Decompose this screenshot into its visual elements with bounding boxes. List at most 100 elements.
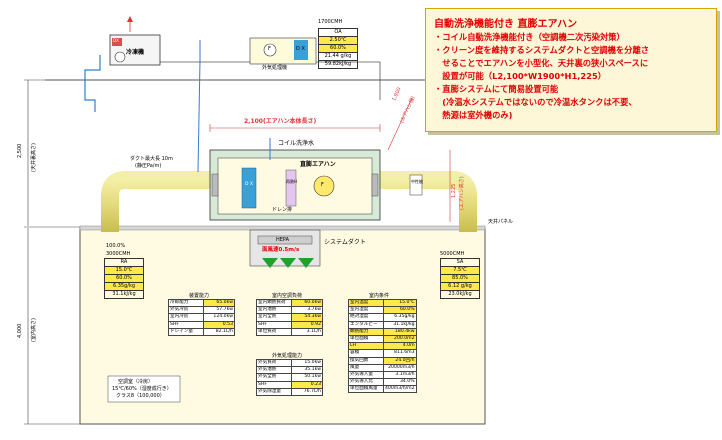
cell: SHF (256, 380, 292, 389)
cell: 180.4kw (383, 327, 417, 336)
cell: 0.53 (203, 320, 235, 329)
cell: 200.0m2 (383, 334, 417, 344)
down-arrow-icon (298, 258, 314, 268)
refrigerant-line (84, 55, 101, 112)
cell: 400m3/h/m2 (383, 385, 417, 394)
oa-cell: 60.0% (318, 44, 358, 53)
cell: 20000m3/h (383, 363, 417, 372)
oa-dx-label: D X (296, 46, 305, 52)
ahu-reheater (285, 169, 297, 207)
ahu-title: 直膨エアハン (300, 161, 336, 168)
cell: 3.1m3/h (383, 370, 417, 380)
cell: 24.0回/h (383, 356, 417, 365)
cell: 4.0m (383, 342, 417, 351)
ra-rate: 100.0% (106, 243, 126, 249)
cell: 外気除湿量 (256, 387, 292, 396)
capacity-title: 装置能力 (188, 293, 209, 299)
outdoor-unit-tag: DX (113, 38, 119, 43)
room-spec-2: 15℃/60%（湿度成行き） (112, 386, 172, 392)
oa-load-title: 外気処理能力 (271, 353, 302, 359)
ra-cell: 31.1kJ/kg (104, 290, 144, 299)
sa-flow: 5000CMH (440, 251, 465, 257)
cell: 換気回数 (348, 356, 384, 365)
oa-fan-label: F (268, 46, 271, 52)
ra-table: RA 15.0℃ 60.0% 6.35g/kg 31.1kJ/kg (104, 258, 144, 299)
note-line: (冷温水システムではないので冷温水タンクは不要、 (434, 97, 637, 107)
cell: 6.35g/kg (383, 313, 417, 322)
oa-flow: 1700CMH (318, 19, 343, 25)
sa-table: SA 7.5℃ 85.0% 6.12 g/kg 23.0kJ/kg (440, 258, 480, 299)
cell: 外気導入比 (348, 378, 384, 387)
medium-filter (409, 174, 423, 196)
feature-note-box: 自動洗浄機能付き 直膨エアハン ・コイル自動洗浄機能付き（空調機二次汚染対策） … (425, 8, 717, 132)
cell: 50.1kw (291, 373, 323, 382)
cell: 15.0℃ (383, 298, 417, 308)
cell: 82.1L/h (203, 327, 235, 336)
oa-cell: 59.82kJ/kg (318, 60, 358, 69)
cell: 室内湿度 (348, 306, 384, 315)
supply-duct (380, 171, 477, 232)
ra-cell: RA (104, 258, 144, 267)
ceiling-panel-label: 天井パネル (488, 219, 514, 225)
cell: 54.3kw (291, 313, 323, 322)
cell: 冷却能力 (168, 298, 204, 308)
oa-cell: OA (318, 28, 358, 37)
cell: 124.0kw (203, 313, 235, 322)
cell: LH (348, 342, 384, 351)
cell: 単位負荷 (256, 327, 292, 336)
sa-cell: 7.5℃ (440, 266, 480, 275)
note-line: ・直膨システムにて簡易設置可能 (434, 84, 559, 94)
ra-cell: 15.0℃ (104, 266, 144, 275)
cell: 3.1L/h (291, 327, 323, 336)
cell: 0.23 (291, 380, 323, 389)
cell: エンタルピー (348, 320, 384, 329)
note-line: ・クリーン度を維持するシステムダクトと空調機を分離さ (434, 45, 650, 55)
cell: ドレイン量 (168, 327, 204, 336)
sa-cell: 6.12 g/kg (440, 282, 480, 291)
cell: 絶対湿度 (348, 313, 384, 322)
ahu-fan-label: F (321, 182, 324, 188)
outdoor-fan-icon (114, 51, 126, 63)
cell: 65.0kw (203, 298, 235, 308)
oa-processor-label: 外気処理機 (262, 65, 288, 71)
cell: 57.7kw (203, 306, 235, 315)
note-line: 設置が可能（L2,100*W1900*H1,225） (434, 71, 607, 81)
sa-cell: 85.0% (440, 274, 480, 283)
filter-label: 中性能 (411, 179, 423, 184)
ahu-drain-label: ドレン排 (272, 207, 293, 213)
cell: 室内潜熱 (256, 306, 292, 315)
cell: SHF (256, 320, 292, 329)
room-spec-1: 空調室（冷房） (118, 379, 154, 385)
cell: 外気負荷 (256, 358, 292, 368)
outdoor-unit-indicator (112, 38, 122, 46)
note-line: ・コイル自動洗浄機能付き（空調機二次汚染対策） (434, 32, 625, 42)
cell: 3.7kw (291, 306, 323, 315)
ra-cell: 6.35g/kg (104, 282, 144, 291)
dim-ahu-width (387, 97, 413, 151)
cell: 31.1kJ/kg (383, 320, 417, 329)
system-duct-label: システムダクト (324, 239, 366, 246)
cell: 76.7L/h (291, 387, 323, 396)
oa-cell: 21.44 g/kg (318, 52, 358, 61)
cell: 60.0kw (291, 298, 323, 308)
room-dim-note: (室内高さ) (31, 318, 37, 342)
room-spec-3: クラス8（100,000） (116, 393, 165, 399)
ahu-height-label: 1,225 (451, 183, 457, 198)
note-line: せることでエアハンを小型化、天井裏の狭小スペースに (434, 58, 649, 68)
coil-wash-label: コイル洗浄水 (278, 140, 315, 147)
ceiling-panel (79, 225, 486, 231)
cell: 室内全熱 (256, 313, 292, 322)
cell: 34.0% (383, 378, 417, 387)
cell: 顕熱能力 (348, 327, 384, 336)
ceiling-dim-label: 2,500 (17, 143, 23, 158)
note-title: 自動洗浄機能付き 直膨エアハン (434, 19, 578, 30)
cell: 811.6m3 (383, 349, 417, 358)
down-arrow-icon (262, 258, 278, 268)
oa-pipe (197, 40, 201, 173)
duct-note-1: ダクト最大長 10m (130, 156, 173, 162)
ahu-outlet-damper (371, 173, 379, 197)
